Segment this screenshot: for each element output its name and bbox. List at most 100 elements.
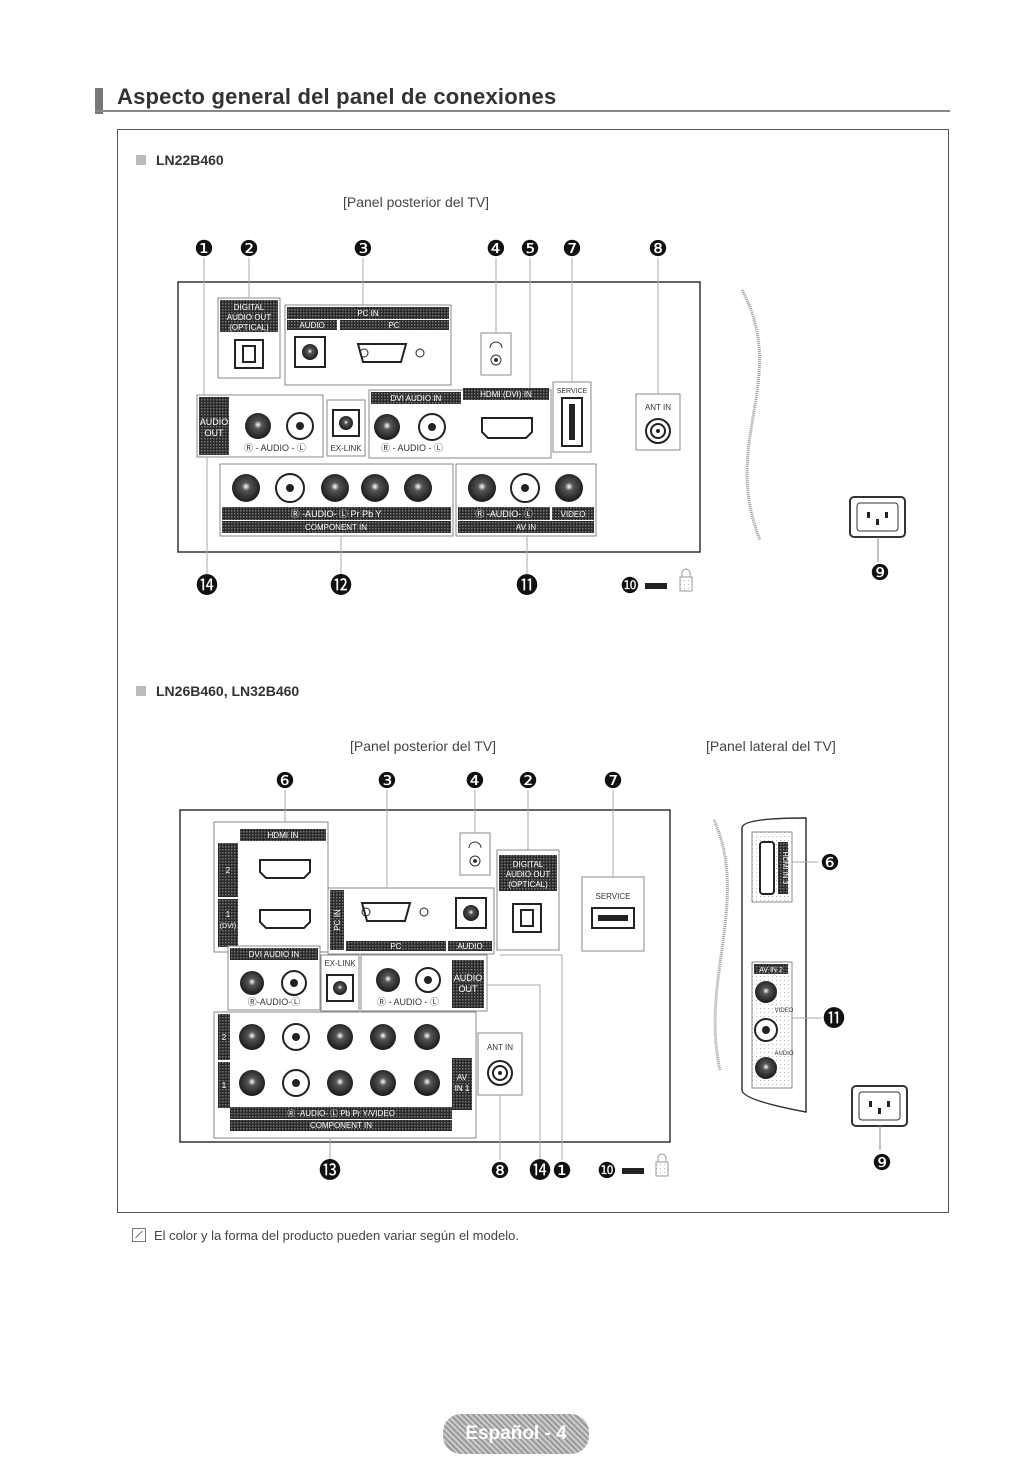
side-panel: HDMI IN 3 AV IN 2 VIDEO AUDIO xyxy=(741,817,807,1113)
callout-6: ❻ xyxy=(275,769,295,794)
side-audio-label: AUDIO xyxy=(774,1051,793,1057)
callout-3: ❸ xyxy=(353,237,373,262)
model-heading-2: LN26B460, LN32B460 xyxy=(136,683,299,699)
digital-audio-out-port: DIGITAL AUDIO OUT (OPTICAL) xyxy=(217,297,281,379)
side-av-label: AV IN 2 xyxy=(759,967,783,974)
callout-1: ❶ xyxy=(552,1159,572,1184)
dvi-hdmi-group: DVI AUDIO IN HDMI (DVI) IN Ⓡ - AUDIO - Ⓛ xyxy=(368,388,552,459)
av-label: AV xyxy=(457,1073,468,1082)
hdmi-dvi-in-label: HDMI (DVI) IN xyxy=(480,390,532,399)
callout-14: ⓮ xyxy=(529,1159,551,1184)
callout-14: ⓮ xyxy=(196,574,218,599)
audio-out-label: AUDIO OUT xyxy=(506,870,551,879)
hdmi-in-label: HDMI IN xyxy=(268,831,299,840)
page-title: Aspecto general del panel de conexiones xyxy=(117,84,557,109)
audio-out-group: Ⓡ - AUDIO - Ⓛ AUDIO OUT xyxy=(360,954,488,1012)
component-in-group: Ⓡ -AUDIO- Ⓛ Pr Pb Y COMPONENT IN xyxy=(219,463,454,537)
headphone-jack xyxy=(459,832,491,876)
audio-label: AUDIO xyxy=(457,942,482,951)
audio-out-label-2: OUT xyxy=(205,428,225,438)
headphone-jack xyxy=(480,332,512,376)
ex-link-port: EX-LINK xyxy=(326,399,366,457)
service-label: SERVICE xyxy=(557,388,588,395)
rear-panel-ln22: DIGITAL AUDIO OUT (OPTICAL) PC IN AUDIO … xyxy=(177,237,906,599)
dvi-audio-lr-label: Ⓡ-AUDIO-Ⓛ xyxy=(248,997,301,1007)
ant-in-port: ANT IN xyxy=(635,393,681,451)
service-port: SERVICE xyxy=(581,876,645,952)
side-hdmi-label: HDMI IN 3 xyxy=(781,852,788,885)
callout-2: ❷ xyxy=(239,237,259,262)
hdmi-port-1-label: 1 xyxy=(226,910,231,919)
rear-panel-caption-1: [Panel posterior del TV] xyxy=(343,194,490,210)
ant-in-label: ANT IN xyxy=(487,1043,513,1052)
content-frame xyxy=(117,129,949,1213)
audio-out-lr-label: Ⓡ - AUDIO - Ⓛ xyxy=(377,997,439,1007)
rear-panel-caption-2: [Panel posterior del TV] xyxy=(350,738,497,754)
side-callout-6: ❻ xyxy=(820,851,840,876)
side-panel-caption: [Panel lateral del TV] xyxy=(706,738,836,754)
ant-in-port: ANT IN xyxy=(477,1032,523,1096)
bullet-square-icon xyxy=(136,686,146,696)
callout-9: ❾ xyxy=(872,1151,892,1176)
service-label: SERVICE xyxy=(596,892,631,901)
side-video-label: VIDEO xyxy=(775,1008,794,1014)
ant-in-label: ANT IN xyxy=(645,403,671,412)
model-heading-1: LN22B460 xyxy=(136,152,224,168)
callout-8: ❽ xyxy=(648,237,668,262)
video-label: VIDEO xyxy=(561,510,586,519)
callout-4: ❹ xyxy=(465,769,485,794)
row-1-label: 1 xyxy=(222,1081,227,1090)
in1-label: IN 1 xyxy=(455,1084,470,1093)
callout-1: ❶ xyxy=(194,237,214,262)
power-connector-icon xyxy=(851,1085,908,1150)
callout-4: ❹ xyxy=(486,237,506,262)
hdmi-in-group: HDMI IN 2 1 (DVI) xyxy=(213,821,329,953)
callout-11: ⓫ xyxy=(516,574,538,599)
av-in-label: AV IN xyxy=(516,523,537,532)
component-av-in-group: 2 1 AV IN 1 Ⓡ -AUDIO- Ⓛ Pb Pr Y/VIDEO CO… xyxy=(213,1011,477,1139)
callout-8: ❽ xyxy=(490,1159,510,1184)
ex-link-label: EX-LINK xyxy=(324,959,356,968)
header-rule xyxy=(95,110,950,112)
audio-lr-label: Ⓡ - AUDIO - Ⓛ xyxy=(244,443,306,453)
component-in-label: COMPONENT IN xyxy=(310,1121,372,1130)
digital-audio-out-port: DIGITAL AUDIO OUT (OPTICAL) xyxy=(496,849,560,951)
note-icon xyxy=(132,1228,146,1242)
audio-out-label-1: AUDIO xyxy=(454,973,483,983)
audio-out-label: AUDIO OUT xyxy=(227,313,272,322)
ex-link-label: EX-LINK xyxy=(330,444,362,453)
pc-label: PC xyxy=(390,942,401,951)
pc-in-group: PC IN PC AUDIO xyxy=(327,887,495,955)
digital-label: DIGITAL xyxy=(234,303,265,312)
kensington-lock-icon xyxy=(679,568,693,592)
callout-7: ❼ xyxy=(603,769,623,794)
model-name: LN26B460, LN32B460 xyxy=(156,683,300,699)
component-in-label: COMPONENT IN xyxy=(305,523,367,532)
pc-label: PC xyxy=(388,321,399,330)
audio-out-label-2: OUT xyxy=(459,984,479,994)
bullet-square-icon xyxy=(136,155,146,165)
callout-10: ❿ xyxy=(597,1159,617,1184)
power-connector-icon xyxy=(849,496,906,562)
av-row-label: Ⓡ -AUDIO- Ⓛ xyxy=(475,509,533,519)
audio-label: AUDIO xyxy=(299,321,324,330)
callout-2: ❷ xyxy=(518,769,538,794)
pc-in-label: PC IN xyxy=(333,909,342,931)
audio-out-group: AUDIO OUT Ⓡ - AUDIO - Ⓛ xyxy=(196,394,324,458)
row-2-label: 2 xyxy=(222,1033,227,1042)
callout-12: ⓬ xyxy=(330,574,352,599)
callout-10: ❿ xyxy=(620,574,640,599)
dvi-audio-in-label: DVI AUDIO IN xyxy=(249,950,300,959)
component-row-label: Ⓡ -AUDIO- Ⓛ Pr Pb Y xyxy=(291,509,382,519)
model-name: LN22B460 xyxy=(156,152,224,168)
callout-9: ❾ xyxy=(870,561,890,586)
side-callout-11: ⓫ xyxy=(823,1007,845,1032)
footnote-text: El color y la forma del producto pueden … xyxy=(154,1228,519,1243)
rear-panel-ln26-ln32: HDMI IN 2 1 (DVI) PC IN PC xyxy=(179,769,908,1184)
dvi-audio-in-group: DVI AUDIO IN Ⓡ-AUDIO-Ⓛ xyxy=(227,945,321,1011)
optical-label: (OPTICAL) xyxy=(229,323,269,332)
header-bar xyxy=(95,88,103,114)
component-row-label: Ⓡ -AUDIO- Ⓛ Pb Pr Y/VIDEO xyxy=(287,1109,395,1118)
callout-7: ❼ xyxy=(562,237,582,262)
